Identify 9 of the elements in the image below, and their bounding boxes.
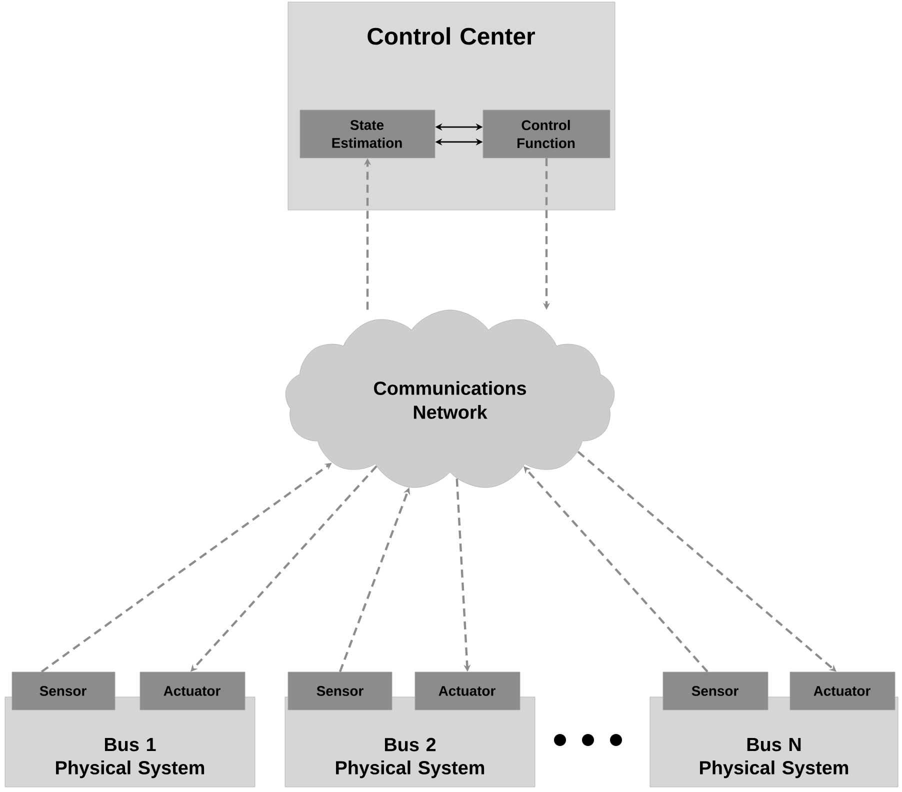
component-box: Control Function <box>482 110 610 158</box>
component-box: Sensor <box>12 672 116 710</box>
component-box: Sensor <box>288 672 392 710</box>
component-box: Sensor <box>662 672 768 710</box>
network-cloud: Communications Network <box>285 310 615 488</box>
component-box: State Estimation <box>300 110 436 158</box>
component-box: Actuator <box>790 672 896 710</box>
component-box: Actuator <box>140 672 246 710</box>
component-box: Actuator <box>414 672 520 710</box>
